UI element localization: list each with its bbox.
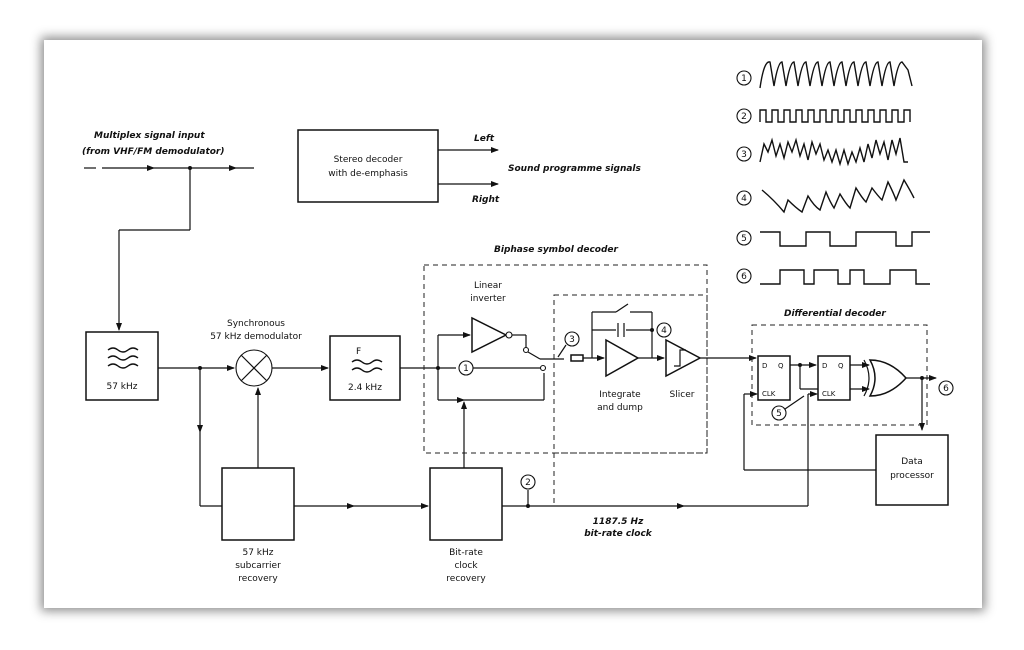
bitrate-recovery-box bbox=[429, 467, 503, 541]
stereo-label-line2: with de-emphasis bbox=[328, 169, 408, 179]
ff2-q-label: Q bbox=[838, 362, 844, 370]
ff2-clk-label: CLK bbox=[822, 390, 836, 398]
diagram-sheet: Multiplex signal input (from VHF/FM demo… bbox=[44, 40, 982, 608]
bitrate-label-line2: clock bbox=[454, 561, 478, 571]
xor-gate-input-curve bbox=[863, 359, 870, 397]
marker-4-circle bbox=[656, 322, 672, 338]
switch-bottom-contact bbox=[539, 364, 547, 372]
marker-5-pointer bbox=[784, 395, 805, 410]
ff1-q-label: Q bbox=[778, 362, 784, 370]
differential-decoder-outline bbox=[751, 324, 928, 426]
right-label: Right bbox=[472, 195, 500, 205]
clock-label-line1: 1187.5 Hz bbox=[593, 517, 644, 527]
input-label-line2: (from VHF/FM demodulator) bbox=[82, 147, 224, 157]
marker-3-circle bbox=[564, 331, 580, 347]
diff-title: Differential decoder bbox=[784, 309, 886, 319]
bandpass-freq-label: 57 kHz bbox=[106, 382, 137, 392]
xor-gate-icon bbox=[868, 359, 908, 397]
wave-3-trace bbox=[759, 137, 908, 167]
biphase-decoder-outline bbox=[423, 264, 708, 454]
sound-programme-label: Sound programme signals bbox=[508, 164, 642, 174]
biphase-title: Biphase symbol decoder bbox=[494, 245, 619, 255]
flipflop-2-box bbox=[817, 355, 851, 401]
integrate-dump-outline bbox=[553, 294, 708, 454]
integrator-label-line2: and dump bbox=[597, 403, 643, 413]
inverter-triangle-icon bbox=[471, 316, 508, 354]
wave-5-marker bbox=[736, 230, 752, 246]
slicer-triangle-icon bbox=[665, 338, 702, 378]
marker-3-label: 3 bbox=[569, 335, 575, 345]
subcarrier-label-line2: subcarrier bbox=[235, 561, 281, 571]
wave-6-marker bbox=[736, 268, 752, 284]
bitrate-label-line1: Bit-rate bbox=[449, 548, 483, 558]
subcarrier-label-line1: 57 kHz bbox=[242, 548, 273, 558]
marker-5-label: 5 bbox=[776, 409, 782, 419]
lowpass-freq-label: 2.4 kHz bbox=[348, 383, 382, 393]
switch-arm bbox=[527, 351, 541, 360]
mixer-cross-icon bbox=[240, 354, 268, 382]
bandpass-filter-box bbox=[85, 331, 159, 401]
data-processor-label-line2: processor bbox=[890, 471, 934, 481]
data-processor-label-line1: Data bbox=[901, 457, 923, 467]
subcarrier-recovery-box bbox=[221, 467, 295, 541]
block-diagram: Multiplex signal input (from VHF/FM demo… bbox=[82, 61, 954, 584]
wave-1-trace bbox=[759, 61, 913, 89]
wave-4-label: 4 bbox=[741, 194, 747, 204]
inverter-label-line2: inverter bbox=[470, 294, 506, 304]
dump-switch-icon bbox=[615, 303, 629, 313]
input-label-line1: Multiplex signal input bbox=[94, 131, 205, 141]
wave-5-label: 5 bbox=[741, 234, 747, 244]
wave-2-trace bbox=[759, 109, 911, 123]
marker-6-circle bbox=[938, 380, 954, 396]
lowpass-filter-box bbox=[329, 335, 401, 401]
marker-6-label: 6 bbox=[943, 384, 949, 394]
ff1-clk-label: CLK bbox=[762, 390, 776, 398]
wave-4-trace bbox=[761, 178, 915, 214]
stereo-decoder-box bbox=[297, 129, 439, 203]
wave-3-marker bbox=[736, 146, 752, 162]
bandpass-symbol-icon bbox=[107, 347, 139, 369]
marker-4-label: 4 bbox=[661, 326, 667, 336]
flipflop-1-box bbox=[757, 355, 791, 401]
wave-1-marker bbox=[736, 70, 752, 86]
lowpass-symbol-icon bbox=[351, 359, 383, 373]
wave-3-label: 3 bbox=[741, 150, 747, 160]
marker-2-circle bbox=[520, 474, 536, 490]
integrator-label-line1: Integrate bbox=[599, 390, 641, 400]
inverter-bubble bbox=[505, 331, 513, 339]
stereo-label-line1: Stereo decoder bbox=[334, 155, 403, 165]
marker-1-label: 1 bbox=[463, 364, 469, 374]
cap-junction bbox=[650, 328, 654, 332]
slicer-hysteresis-icon bbox=[674, 349, 686, 367]
wave-6-trace bbox=[760, 269, 930, 285]
ff2-d-label: D bbox=[822, 362, 827, 370]
sync-label-line1: Synchronous bbox=[227, 319, 285, 329]
wave-5-trace bbox=[760, 231, 930, 247]
wave-2-marker bbox=[736, 108, 752, 124]
marker-3-pointer bbox=[557, 344, 567, 358]
marker-2-label: 2 bbox=[525, 478, 531, 488]
inverter-label-line1: Linear bbox=[474, 281, 502, 291]
resistor-icon bbox=[570, 354, 584, 362]
switch-top-contact bbox=[522, 346, 530, 354]
clock-label-line2: bit-rate clock bbox=[584, 529, 653, 539]
lowpass-f-label: F bbox=[356, 347, 361, 357]
subcarrier-label-line3: recovery bbox=[238, 574, 278, 584]
marker-5-circle bbox=[771, 405, 787, 421]
data-processor-box bbox=[875, 434, 949, 506]
wave-2-label: 2 bbox=[741, 112, 747, 122]
wave-6-label: 6 bbox=[741, 272, 747, 282]
ff1-d-label: D bbox=[762, 362, 767, 370]
slicer-label: Slicer bbox=[670, 390, 695, 400]
bitrate-label-line3: recovery bbox=[446, 574, 486, 584]
left-label: Left bbox=[474, 134, 495, 144]
wave-4-marker bbox=[736, 190, 752, 206]
wave-1-label: 1 bbox=[741, 74, 747, 84]
integrator-triangle-icon bbox=[605, 338, 640, 378]
sync-label-line2: 57 kHz demodulator bbox=[210, 332, 302, 342]
